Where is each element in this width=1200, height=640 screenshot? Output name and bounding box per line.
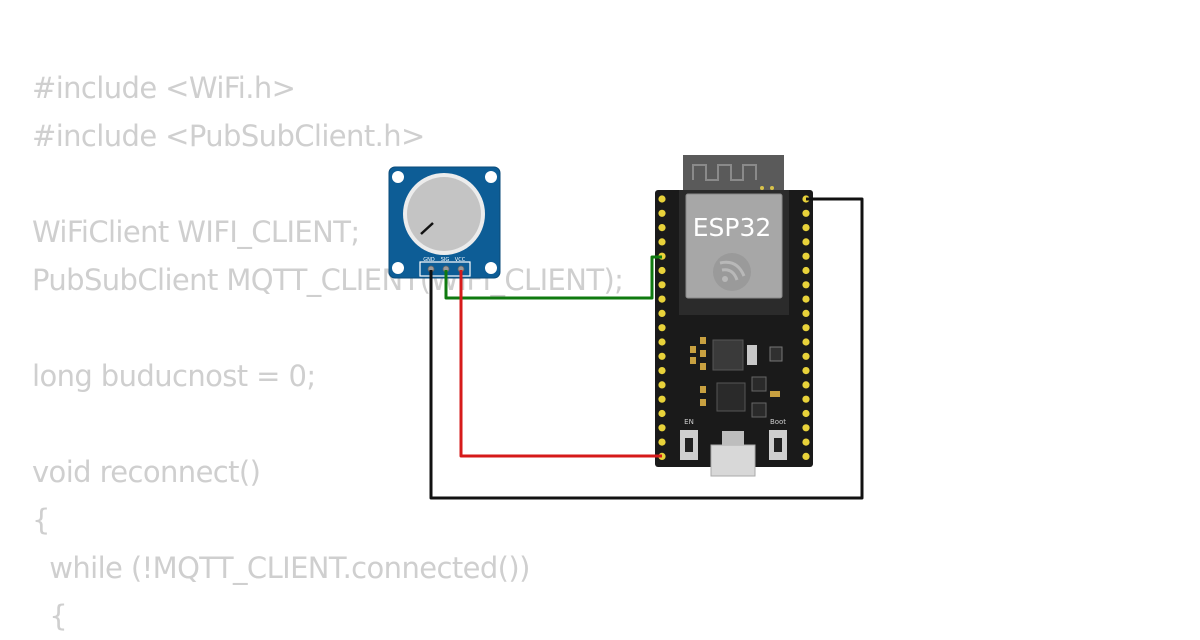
header-pin[interactable] — [802, 381, 810, 389]
antenna-area — [683, 155, 784, 193]
header-pin[interactable] — [802, 395, 810, 403]
mounting-hole — [485, 171, 497, 183]
regulator-tab — [747, 345, 757, 365]
header-pin[interactable] — [658, 309, 666, 317]
header-pin[interactable] — [802, 281, 810, 289]
header-pin[interactable] — [658, 338, 666, 346]
code-editor: #include <WiFi.h> #include <PubSubClient.… — [32, 64, 624, 640]
header-pin[interactable] — [658, 367, 666, 375]
header-pin[interactable] — [658, 224, 666, 232]
left-pin-header — [658, 195, 666, 460]
en-button-label: EN — [684, 418, 694, 426]
esp32-label: ESP32 — [693, 213, 772, 242]
header-pin[interactable] — [802, 367, 810, 375]
header-pin[interactable] — [658, 295, 666, 303]
boot-button-label: Boot — [770, 418, 786, 426]
boot-button-cap — [774, 438, 782, 452]
usb-pads — [722, 431, 744, 445]
header-pin[interactable] — [658, 409, 666, 418]
header-pin[interactable] — [658, 395, 666, 403]
micro-usb-port[interactable] — [710, 444, 756, 477]
espressif-logo-icon — [713, 253, 751, 291]
header-pin[interactable] — [802, 266, 810, 275]
capacitor — [700, 399, 706, 406]
header-pin[interactable] — [658, 324, 666, 332]
code-line: { — [32, 503, 50, 537]
header-pin[interactable] — [802, 438, 810, 446]
transistor — [751, 376, 767, 392]
potentiometer[interactable]: GND SIG VCC — [388, 166, 501, 279]
code-line: WiFiClient WIFI_CLIENT; — [32, 215, 360, 249]
code-line: PubSubClient MQTT_CLIENT(WIFI_CLIENT); — [32, 263, 624, 297]
header-pin[interactable] — [658, 195, 666, 203]
rotary-potentiometer-icon[interactable] — [407, 177, 481, 251]
header-pin[interactable] — [658, 438, 666, 446]
code-line: while (!MQTT_CLIENT.connected()) — [32, 551, 530, 585]
header-pin[interactable] — [658, 281, 666, 289]
power-wire[interactable] — [459, 270, 662, 458]
header-pin[interactable] — [658, 209, 666, 217]
header-pin[interactable] — [802, 224, 810, 232]
header-pin[interactable] — [658, 238, 666, 246]
capacitor — [700, 386, 706, 393]
pin-label-gnd: GND — [423, 257, 435, 263]
header-pin[interactable] — [802, 324, 810, 332]
pin-label-sig: SIG — [441, 257, 450, 263]
header-pin[interactable] — [658, 266, 666, 275]
antenna-trace — [692, 164, 757, 181]
capacitor — [700, 350, 706, 357]
capacitor — [700, 337, 706, 344]
header-pin[interactable] — [658, 352, 666, 360]
ground-wire[interactable] — [429, 197, 864, 500]
header-pin[interactable] — [802, 209, 810, 217]
header-pin[interactable] — [802, 252, 810, 260]
header-pin[interactable] — [802, 238, 810, 246]
right-pin-header — [802, 195, 810, 460]
esp32-board[interactable]: ESP32 EN Boot — [655, 155, 813, 477]
header-pin[interactable] — [802, 295, 810, 303]
pin-label-vcc: VCC — [455, 257, 466, 263]
antenna-pad — [770, 186, 774, 190]
code-line: long buducnost = 0; — [32, 359, 316, 393]
en-button-cap — [685, 438, 693, 452]
header-pin[interactable] — [802, 309, 810, 317]
antenna-pad — [760, 186, 764, 190]
usb-uart-chip — [716, 382, 746, 412]
voltage-regulator — [712, 339, 744, 371]
header-pin[interactable] — [658, 424, 666, 432]
mounting-hole — [485, 262, 497, 274]
code-line: { — [32, 599, 68, 633]
header-pin[interactable] — [802, 338, 810, 346]
capacitor — [690, 357, 696, 364]
capacitor — [700, 363, 706, 370]
resistor — [770, 391, 780, 397]
code-line: #include <PubSubClient.h> — [32, 119, 425, 153]
led — [769, 346, 783, 362]
mounting-hole — [392, 171, 404, 183]
signal-wire[interactable] — [444, 255, 662, 300]
mounting-hole — [392, 262, 404, 274]
rf-shield — [685, 193, 783, 299]
code-line: void reconnect() — [32, 455, 261, 489]
header-pin[interactable] — [802, 352, 810, 360]
wires — [429, 197, 864, 500]
header-pin[interactable] — [802, 409, 810, 418]
header-pin[interactable] — [658, 381, 666, 389]
header-pin[interactable] — [802, 424, 810, 432]
header-pin[interactable] — [802, 452, 810, 460]
code-line: #include <WiFi.h> — [32, 71, 296, 105]
knob-indicator — [420, 222, 434, 235]
capacitor — [690, 346, 696, 353]
transistor — [751, 402, 767, 418]
